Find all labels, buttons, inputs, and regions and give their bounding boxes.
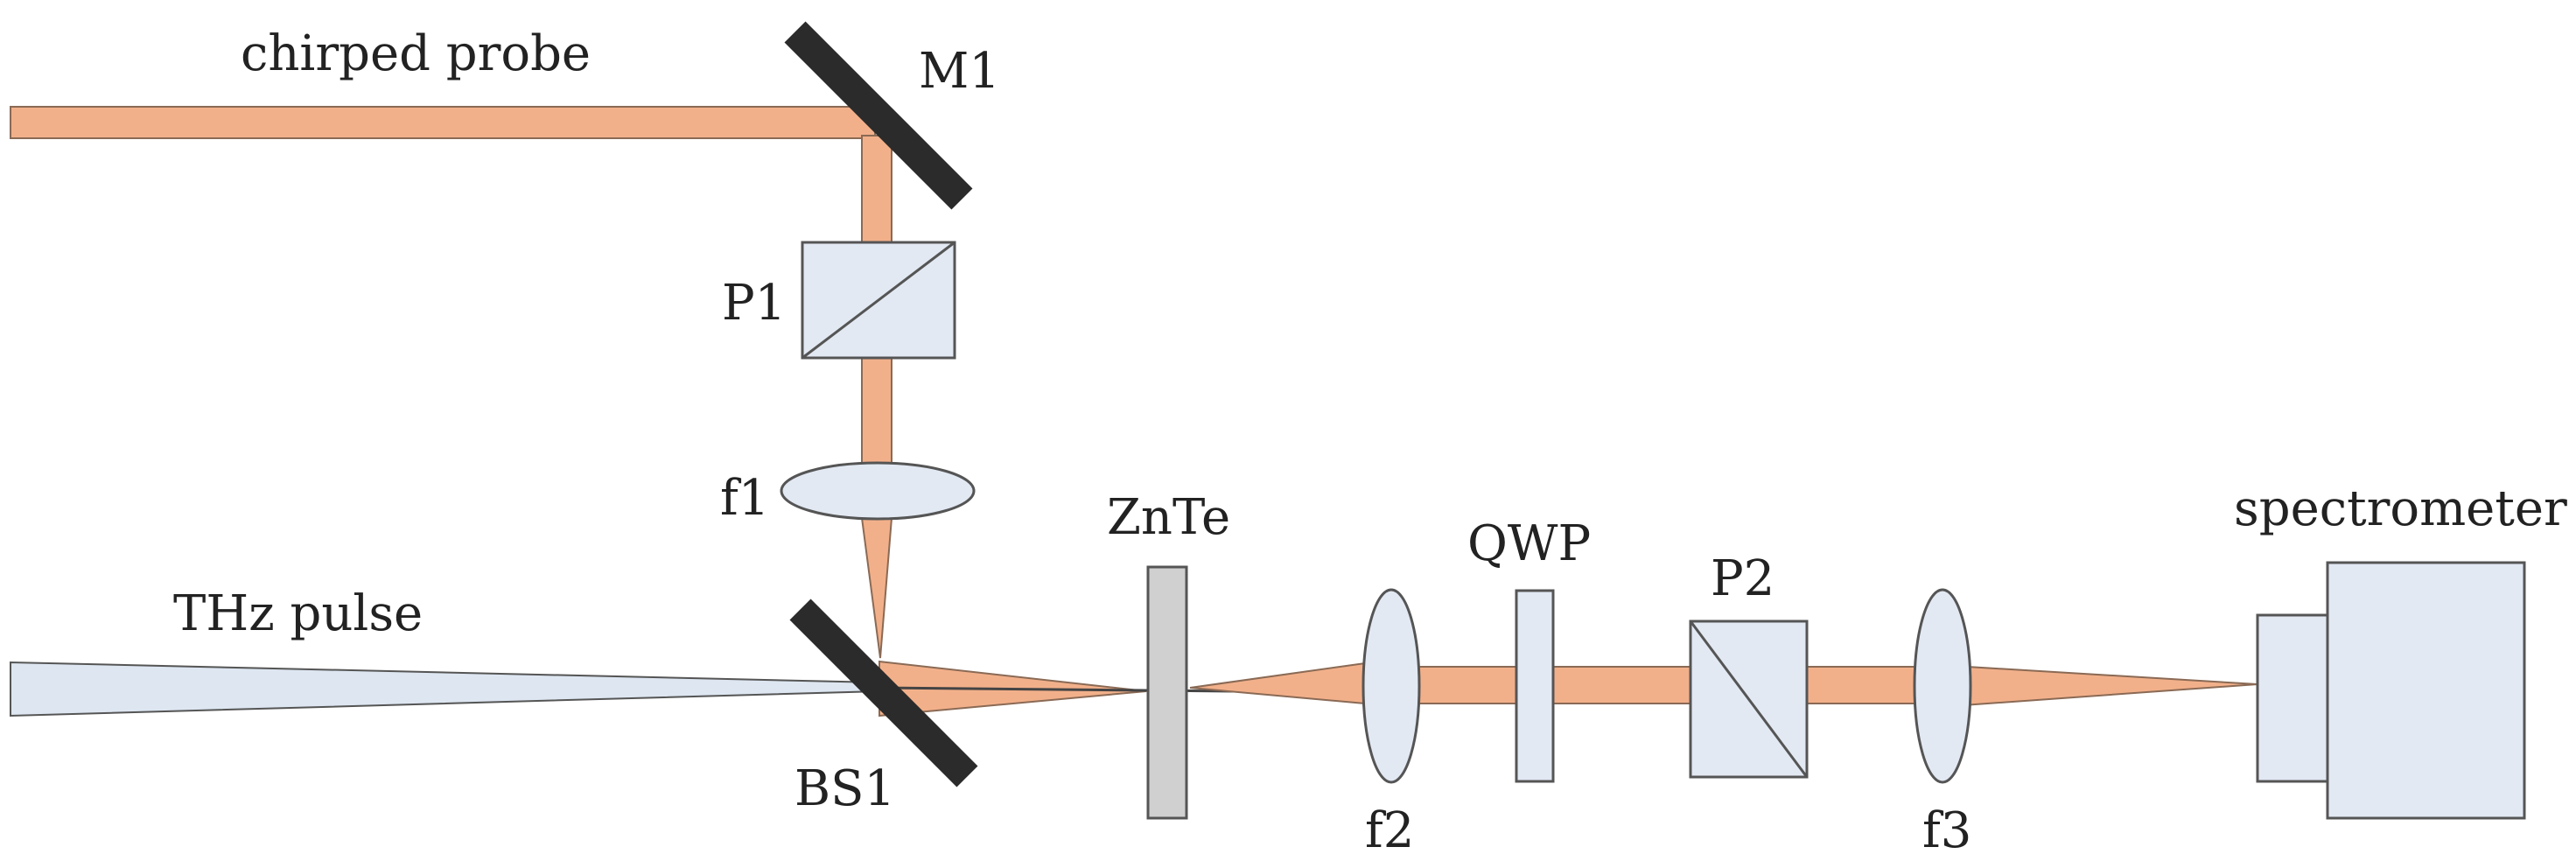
label-chirped-probe: chirped probe — [241, 25, 591, 82]
spectrometer-body — [2326, 561, 2526, 820]
label-f2: f2 — [1365, 802, 1414, 854]
lens-f1 — [780, 461, 976, 521]
label-p1: P1 — [722, 275, 786, 332]
label-spectrometer: spectrometer — [2234, 480, 2567, 537]
lens-f3 — [1913, 588, 1972, 784]
spectrometer-device — [2256, 561, 2526, 820]
label-qwp: QWP — [1467, 515, 1591, 572]
focusing-beam-to-spectrometer — [1937, 663, 2258, 709]
lens-f2 — [1362, 588, 1421, 784]
polarizer-p1 — [801, 241, 956, 360]
label-znte: ZnTe — [1107, 489, 1230, 546]
label-p2: P2 — [1711, 550, 1774, 607]
label-f3: f3 — [1922, 802, 1971, 854]
beam-splitter-bs1 — [789, 598, 978, 788]
diverging-beam-to-f2 — [1189, 662, 1366, 705]
thz-pulse-beam — [10, 661, 880, 718]
label-thz-pulse: THz pulse — [173, 585, 423, 642]
probe-focus-cone-f1 — [860, 517, 893, 659]
polarizer-p2 — [1689, 620, 1809, 779]
label-m1: M1 — [919, 43, 1000, 100]
quarter-wave-plate — [1515, 589, 1555, 783]
mirror-m1 — [784, 21, 973, 210]
znte-crystal — [1146, 565, 1188, 820]
label-f1: f1 — [720, 470, 769, 527]
collimated-beam-f2-f3 — [1377, 666, 1926, 704]
probe-beam-horizontal — [10, 106, 876, 139]
spectrometer-inlet — [2256, 613, 2329, 783]
label-bs1: BS1 — [794, 760, 895, 817]
